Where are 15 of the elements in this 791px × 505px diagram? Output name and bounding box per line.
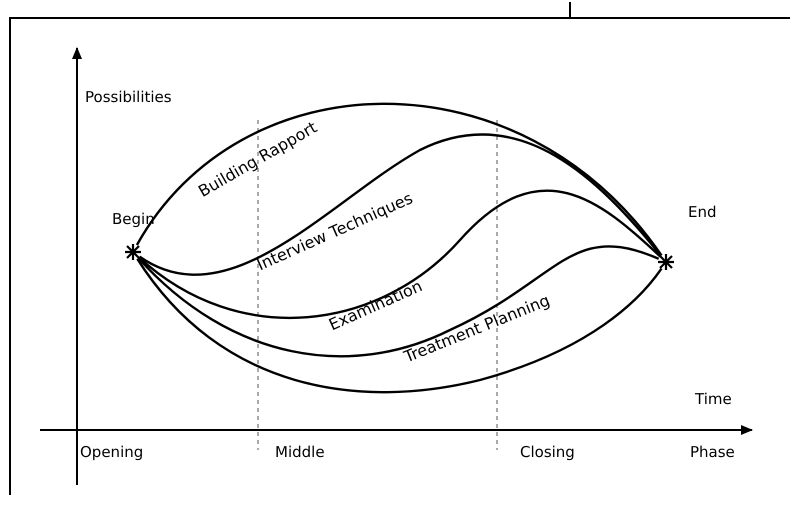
curve-line — [137, 245, 660, 358]
curve-line — [139, 134, 662, 276]
curve-line — [136, 102, 662, 256]
axis-label: Possibilities — [85, 90, 172, 105]
axis-label: Time — [695, 392, 732, 407]
phase-label: Middle — [275, 445, 325, 460]
phase-label: Closing — [520, 445, 575, 460]
phase-label: Phase — [690, 445, 735, 460]
phase-label: Opening — [80, 445, 144, 460]
star-marker — [125, 244, 141, 260]
curve-line — [136, 258, 662, 394]
curve-line — [138, 190, 662, 319]
point-label: End — [688, 205, 717, 220]
star-marker — [658, 254, 674, 270]
point-label: Begin — [112, 212, 155, 227]
